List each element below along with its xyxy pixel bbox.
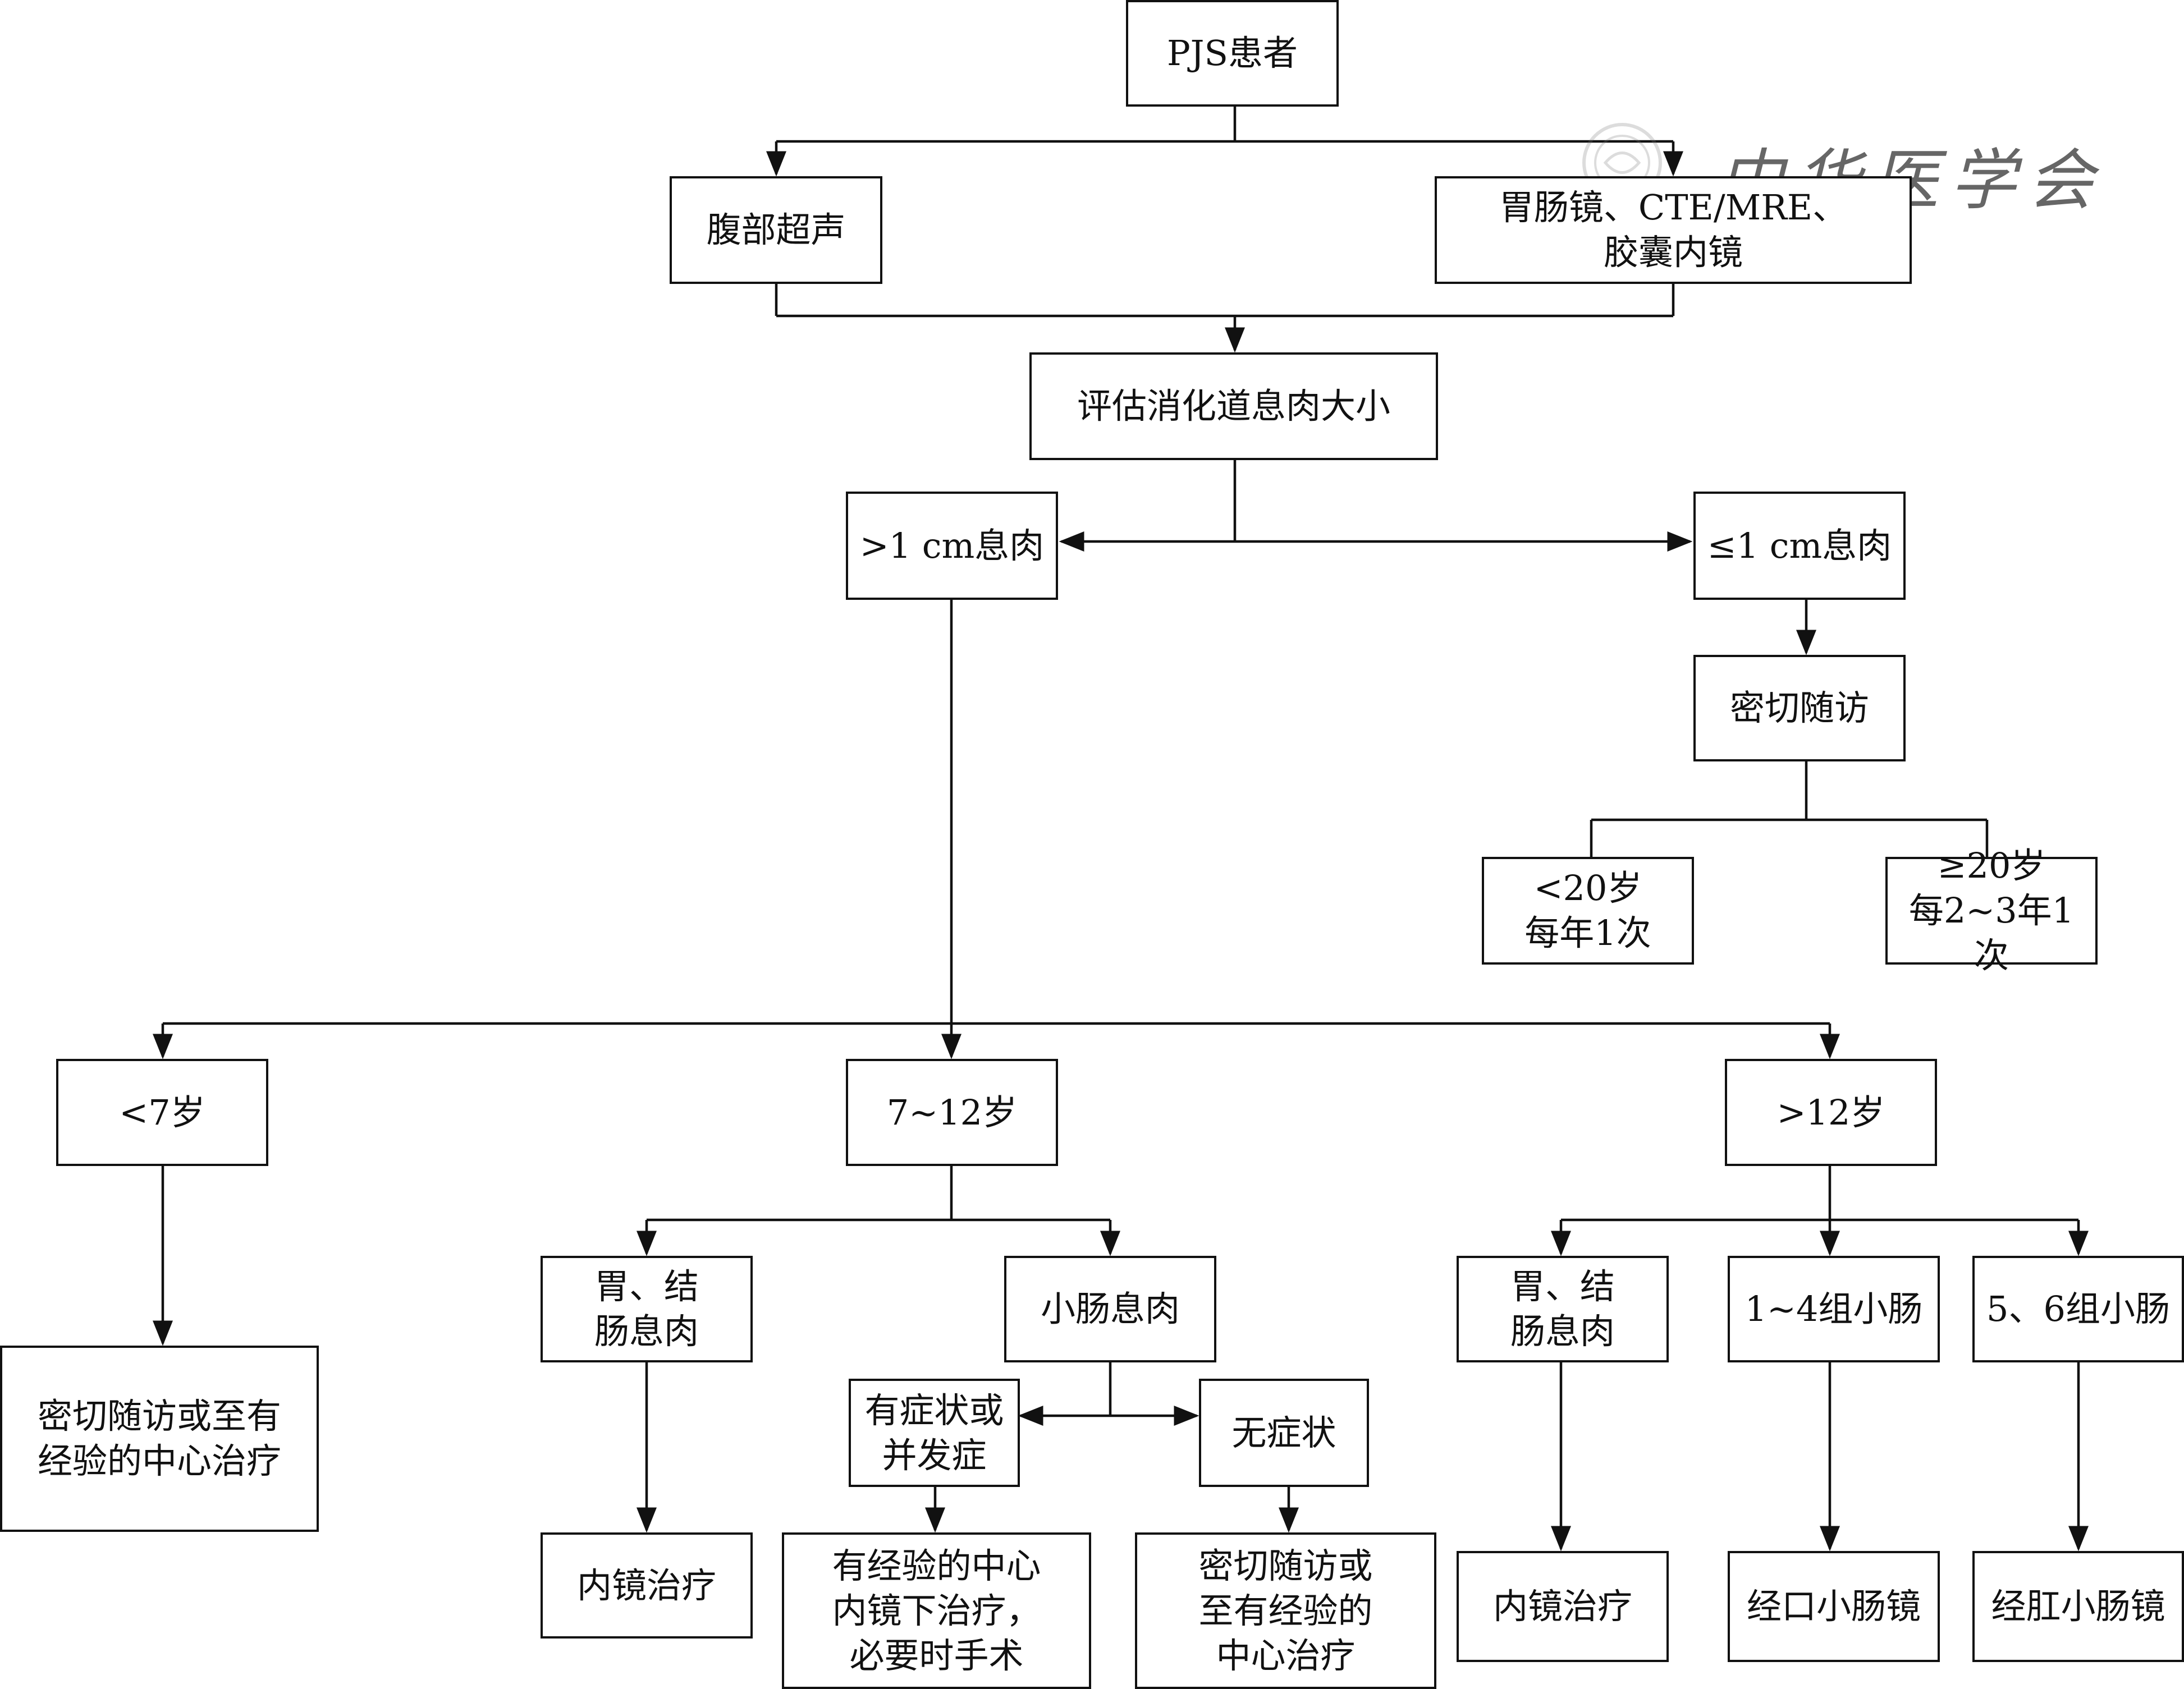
node-close-followup: 密切随访 — [1693, 655, 1906, 761]
node-experienced-center: 有经验的中心 内镜下治疗， 必要时手术 — [782, 1532, 1091, 1689]
node-polyp-le1: ≤1 cm息肉 — [1693, 492, 1906, 600]
node-endo-treatment-right: 内镜治疗 — [1457, 1551, 1669, 1662]
node-pjs-patient: PJS患者 — [1126, 0, 1339, 107]
node-center-label-2: 内镜下治疗， — [832, 1590, 1041, 1631]
node-polyp-gt1-label: >1 cm息肉 — [859, 525, 1045, 566]
node-group-1-4: 1~4组小肠 — [1728, 1256, 1940, 1362]
node-asym-action-label-2: 至有经验的 — [1198, 1590, 1373, 1631]
node-abdominal-ultrasound: 腹部超声 — [670, 176, 882, 284]
node-asymptomatic: 无症状 — [1199, 1379, 1369, 1487]
node-under-20-label-2: 每年1次 — [1524, 912, 1651, 953]
node-group-5-6: 5、6组小肠 — [1972, 1256, 2184, 1362]
node-group-1-4-label: 1~4组小肠 — [1745, 1288, 1923, 1329]
node-asym-action: 密切随访或 至有经验的 中心治疗 — [1135, 1532, 1436, 1689]
node-asym-action-label-3: 中心治疗 — [1216, 1635, 1356, 1676]
node-20-plus-label-2: 每2~3年1次 — [1908, 890, 2075, 976]
node-anal-enteroscopy: 经肛小肠镜 — [1972, 1551, 2184, 1662]
node-age-gt12-label: >12岁 — [1776, 1091, 1885, 1133]
node-symptomatic-label-2: 并发症 — [882, 1434, 987, 1476]
node-close-followup-label: 密切随访 — [1729, 687, 1869, 728]
node-endoscopy-label-2: 胶囊内镜 — [1603, 232, 1743, 273]
node-assess-size-label: 评估消化道息肉大小 — [1077, 385, 1390, 426]
node-age-gt12: >12岁 — [1725, 1059, 1937, 1166]
node-lt7-action-label-2: 经验的中心治疗 — [37, 1440, 281, 1481]
node-oral-enteroscopy: 经口小肠镜 — [1728, 1551, 1940, 1662]
node-anal-enteroscopy-label: 经肛小肠镜 — [1991, 1586, 2165, 1627]
node-abdominal-ultrasound-label: 腹部超声 — [706, 209, 846, 250]
node-assess-size: 评估消化道息肉大小 — [1029, 352, 1438, 460]
node-endo-treatment-mid-label: 内镜治疗 — [576, 1564, 716, 1606]
node-oral-enteroscopy-label: 经口小肠镜 — [1746, 1586, 1921, 1627]
node-polyp-le1-label: ≤1 cm息肉 — [1707, 525, 1892, 566]
node-asymptomatic-label: 无症状 — [1231, 1412, 1336, 1453]
node-gastro-colon-polyp-mid: 胃、结 肠息肉 — [541, 1256, 753, 1362]
node-pjs-patient-label: PJS患者 — [1166, 33, 1298, 74]
node-age-7-12: 7~12岁 — [846, 1059, 1058, 1166]
node-center-label-3: 必要时手术 — [849, 1635, 1024, 1676]
node-small-bowel-polyp-label: 小肠息肉 — [1040, 1288, 1180, 1329]
node-gastro-colon-mid-label-2: 肠息肉 — [594, 1311, 699, 1352]
node-age-lt7: <7岁 — [56, 1059, 268, 1166]
node-endo-treatment-right-label: 内镜治疗 — [1492, 1586, 1632, 1627]
node-asym-action-label-1: 密切随访或 — [1198, 1545, 1373, 1586]
node-lt7-action: 密切随访或至有 经验的中心治疗 — [0, 1346, 319, 1532]
node-20-plus: ≥20岁 每2~3年1次 — [1885, 845, 2098, 976]
node-under-20: <20岁 每年1次 — [1482, 857, 1694, 965]
node-20-plus-label-1: ≥20岁 — [1937, 845, 2046, 886]
node-endoscopy-label-1: 胃肠镜、CTE/MRE、 — [1499, 187, 1848, 228]
node-center-label-1: 有经验的中心 — [832, 1545, 1041, 1586]
node-age-7-12-label: 7~12岁 — [886, 1091, 1018, 1133]
node-symptomatic-label-1: 有症状或 — [864, 1389, 1004, 1431]
node-small-bowel-polyp: 小肠息肉 — [1004, 1256, 1216, 1362]
node-group-5-6-label: 5、6组小肠 — [1986, 1288, 2170, 1329]
node-endo-treatment-mid: 内镜治疗 — [541, 1532, 753, 1638]
node-under-20-label-1: <20岁 — [1533, 868, 1642, 908]
node-symptomatic: 有症状或 并发症 — [849, 1379, 1020, 1487]
node-gastro-colon-right-label-2: 肠息肉 — [1510, 1311, 1615, 1352]
node-gastro-colon-polyp-right: 胃、结 肠息肉 — [1457, 1256, 1669, 1362]
node-gastro-colon-mid-label-1: 胃、结 — [594, 1266, 699, 1307]
node-lt7-action-label-1: 密切随访或至有 — [37, 1396, 281, 1436]
node-endoscopy: 胃肠镜、CTE/MRE、 胶囊内镜 — [1435, 176, 1912, 284]
node-age-lt7-label: <7岁 — [119, 1091, 205, 1133]
node-gastro-colon-right-label-1: 胃、结 — [1510, 1266, 1615, 1307]
node-polyp-gt1: >1 cm息肉 — [846, 492, 1058, 600]
